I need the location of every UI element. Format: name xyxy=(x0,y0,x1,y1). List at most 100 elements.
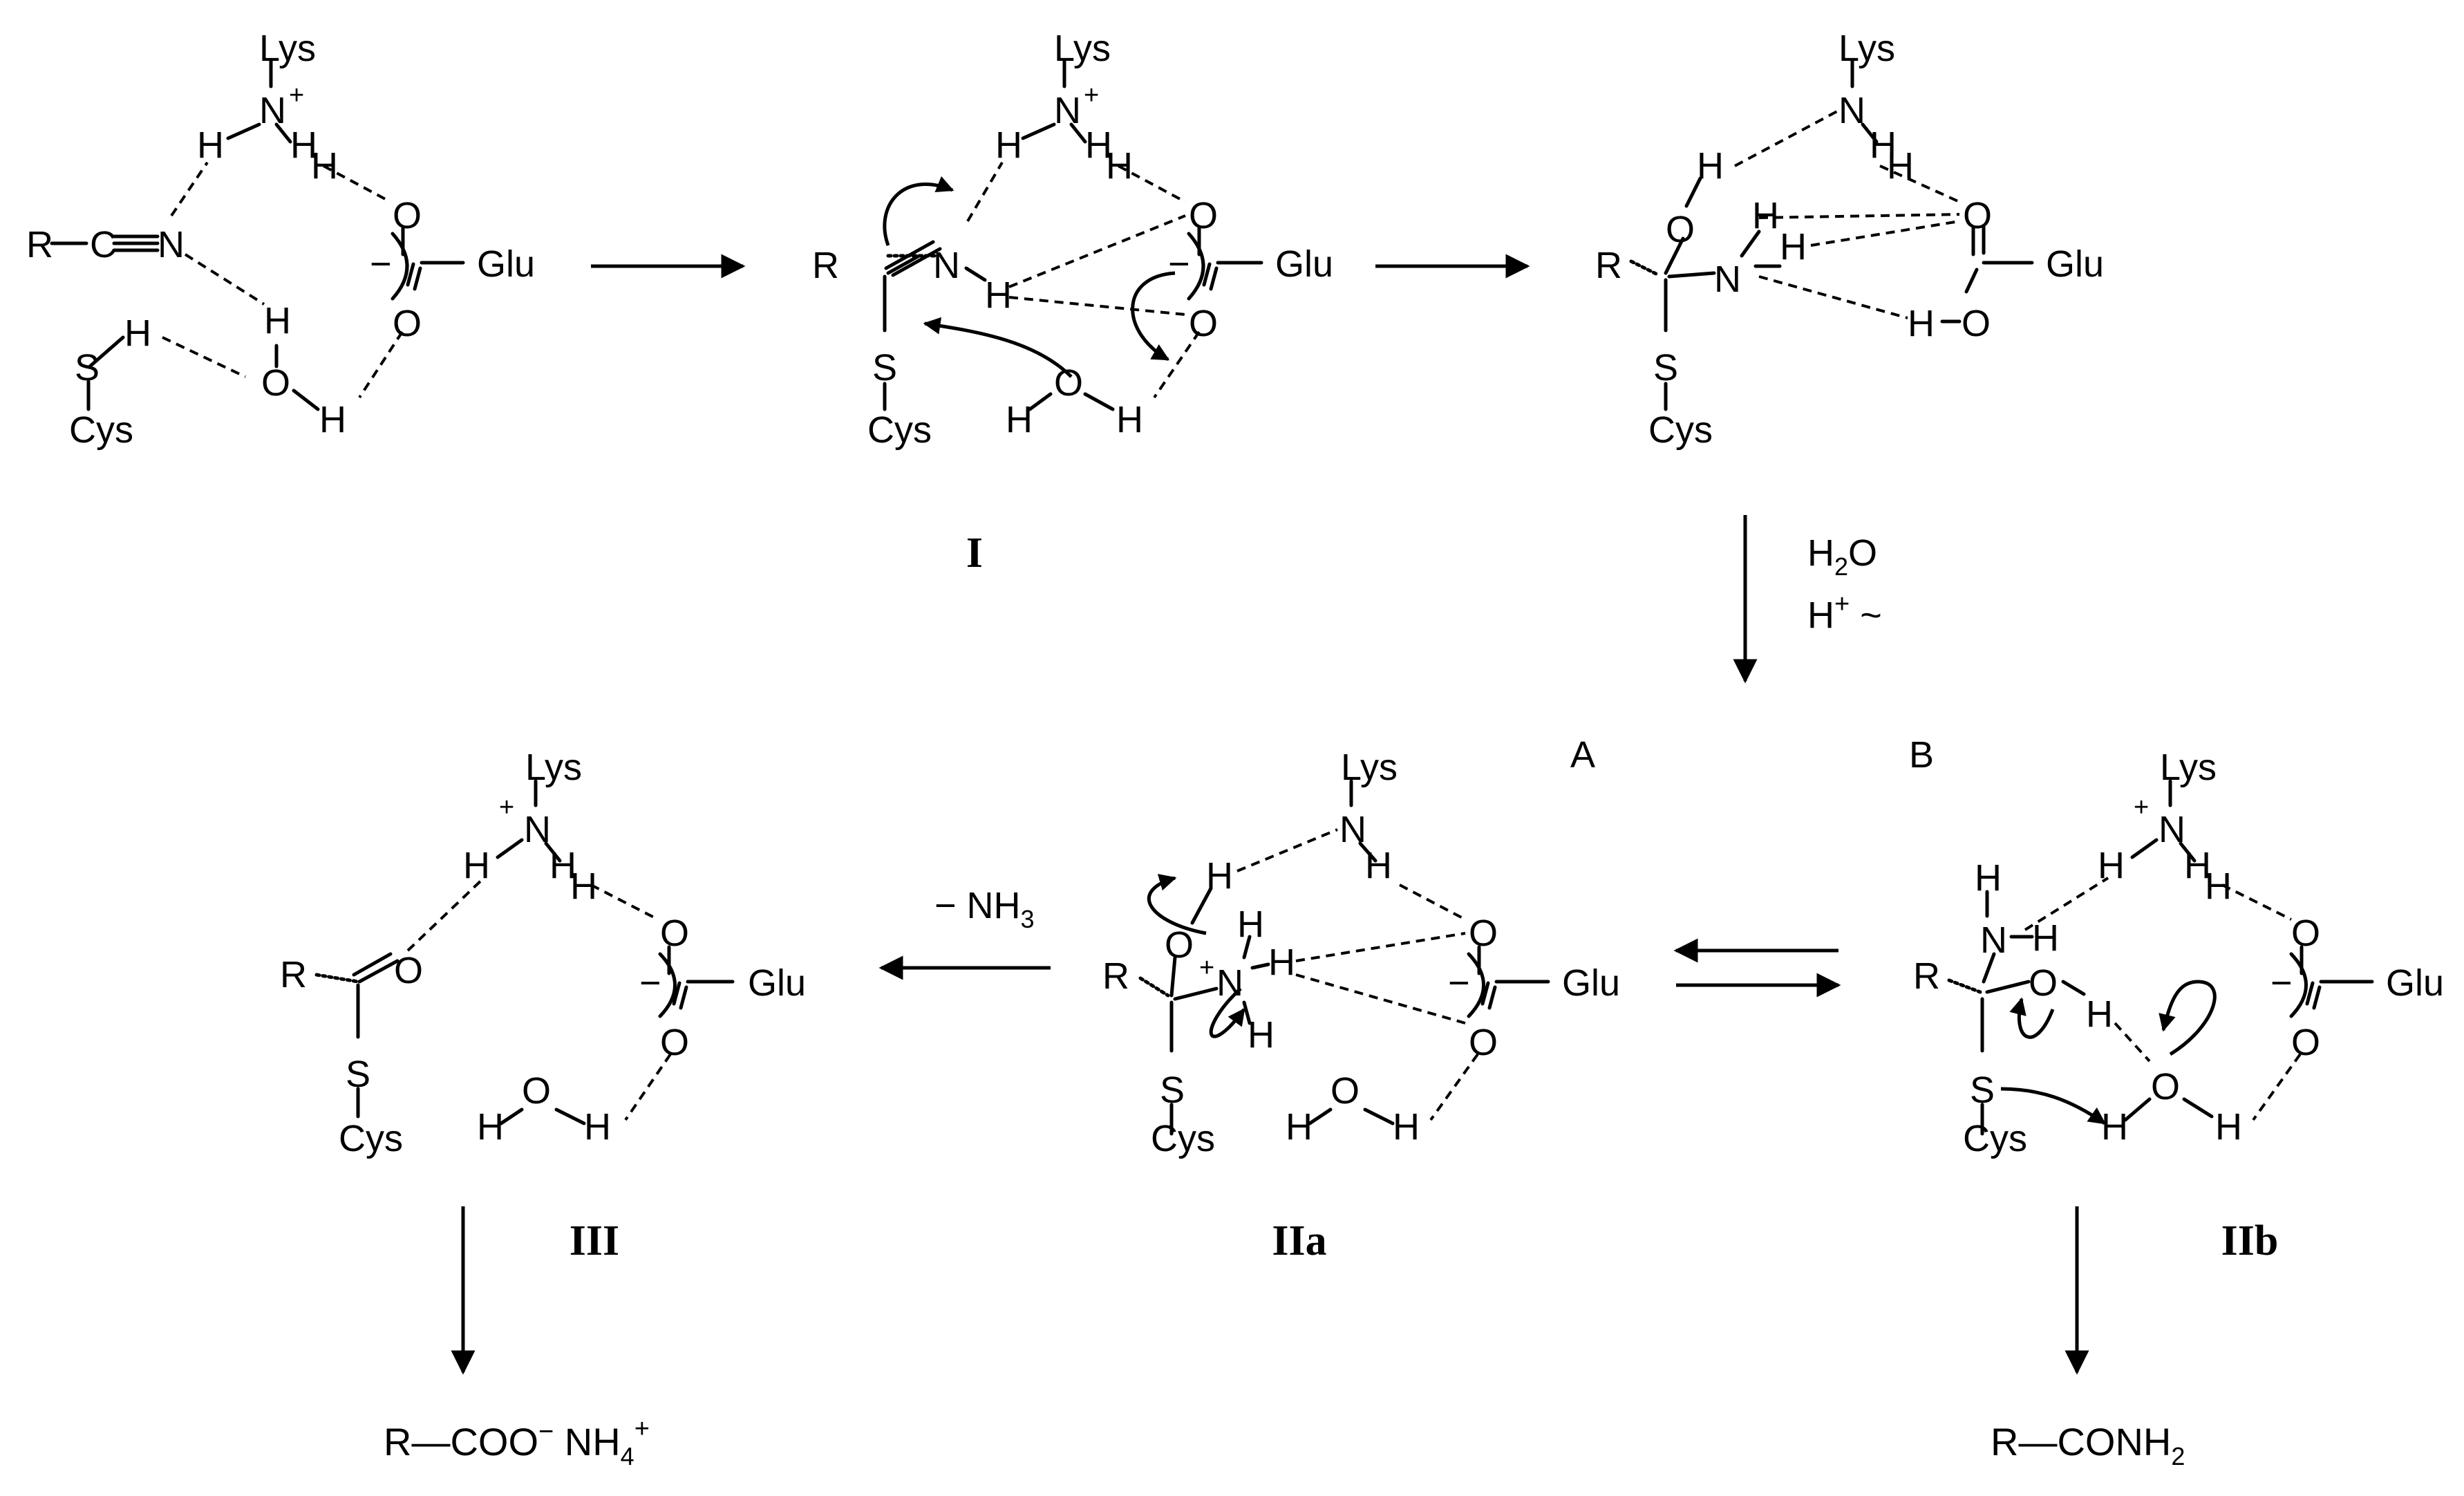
atom-o: O xyxy=(660,913,689,954)
condition-proton-charge: + xyxy=(1834,590,1850,619)
atom-n: N xyxy=(933,245,960,286)
atom-n: N xyxy=(158,224,185,265)
product-amide-main: R—CONH xyxy=(1991,1420,2171,1464)
atom-h: H xyxy=(1116,399,1143,440)
atom-s: S xyxy=(1970,1069,1995,1111)
atom-o: O xyxy=(1666,209,1695,250)
atom-h: H xyxy=(1286,1106,1313,1148)
condition-proton-h: H xyxy=(1807,595,1834,636)
product-carboxylate: R—COO xyxy=(384,1420,538,1464)
atom-r: R xyxy=(280,954,307,995)
label-iii: III xyxy=(570,1217,619,1264)
condition-water-subscript: 2 xyxy=(1834,552,1848,581)
atom-cys: Cys xyxy=(867,409,932,451)
label-i: I xyxy=(966,530,983,577)
condition-water: H2O xyxy=(1807,532,1877,581)
atom-h: H xyxy=(264,300,291,342)
atom-h: H xyxy=(124,312,151,354)
atom-h: H xyxy=(2098,845,2125,886)
atom-cys: Cys xyxy=(339,1118,403,1159)
atom-h: H xyxy=(1975,857,2002,899)
atom-o: O xyxy=(1330,1070,1360,1112)
condition-water-o: O xyxy=(1848,532,1877,574)
atom-h: H xyxy=(2215,1106,2242,1148)
product-ammonium: NH xyxy=(554,1420,620,1464)
atom-h: H xyxy=(319,399,346,440)
condition-minus-ammonia: − NH3 xyxy=(934,885,1035,933)
atom-h: H xyxy=(985,274,1012,316)
atom-lys: Lys xyxy=(259,28,316,69)
atom-lys: Lys xyxy=(1054,28,1111,69)
atom-o: O xyxy=(1962,303,1991,344)
atom-h: H xyxy=(2205,866,2232,907)
atom-glu: Glu xyxy=(748,962,806,1004)
atom-s: S xyxy=(1160,1069,1185,1111)
charge-minus: − xyxy=(370,243,392,285)
structure-iii: Lys N + H H H R O O O Glu − S Cys H O H xyxy=(280,747,806,1159)
charge-plus: + xyxy=(1084,81,1099,110)
atom-o: O xyxy=(1054,362,1083,404)
atom-h: H xyxy=(995,124,1022,166)
structure-tetrahedral: Lys N H H H O R N H H O Glu H O S Cys xyxy=(1595,28,2104,451)
atom-lys: Lys xyxy=(2160,747,2217,788)
atom-h: H xyxy=(570,866,597,907)
atom-n-lys: N xyxy=(1054,90,1081,131)
atom-s: S xyxy=(75,347,100,389)
atom-h: H xyxy=(311,145,338,187)
atom-glu: Glu xyxy=(1562,962,1620,1004)
atom-r: R xyxy=(26,224,53,265)
atom-h: H xyxy=(197,124,224,166)
condition-proton-transfer: H+ ~ xyxy=(1807,590,1882,636)
atom-h: H xyxy=(2086,993,2113,1035)
label-iia: IIa xyxy=(1272,1217,1326,1264)
atom-lys: Lys xyxy=(1341,747,1398,788)
atom-h: H xyxy=(1780,226,1807,268)
atom-lys: Lys xyxy=(525,747,582,788)
atom-h: H xyxy=(477,1106,504,1148)
atom-h: H xyxy=(2101,1106,2128,1148)
atom-s: S xyxy=(872,347,897,389)
condition-minus-nh: − NH xyxy=(934,885,1021,926)
atom-h: H xyxy=(1006,399,1033,440)
atom-o: O xyxy=(261,362,290,404)
atom-r: R xyxy=(812,245,839,286)
pathway-label-b: B xyxy=(1909,734,1934,776)
atom-n: N xyxy=(1714,259,1741,300)
atom-n-lys: N xyxy=(1838,90,1865,131)
charge-minus: − xyxy=(1448,962,1470,1004)
atom-o: O xyxy=(1963,195,1992,236)
atom-h: H xyxy=(290,124,317,166)
atom-h: H xyxy=(1887,145,1914,187)
atom-n-lys: N xyxy=(2159,809,2185,850)
label-iib: IIb xyxy=(2221,1217,2279,1264)
charge-minus: − xyxy=(2270,962,2293,1004)
atom-h: H xyxy=(584,1106,611,1148)
structure-iia: Lys N H H O R N + H H H O O Glu − S Cys … xyxy=(1102,747,1620,1159)
atom-h: H xyxy=(463,845,490,886)
charge-minus: − xyxy=(639,962,661,1004)
atom-o: O xyxy=(2291,1022,2320,1063)
atom-glu: Glu xyxy=(2386,962,2444,1004)
charge-plus: + xyxy=(1199,953,1214,982)
atom-h: H xyxy=(1206,855,1233,897)
atom-cys: Cys xyxy=(1963,1118,2027,1159)
atom-o: O xyxy=(394,950,423,991)
atom-c: C xyxy=(90,224,117,265)
atom-lys: Lys xyxy=(1838,28,1895,69)
product-ammonium-subscript: 4 xyxy=(621,1442,634,1470)
product-amide: R—CONH2 xyxy=(1991,1420,2185,1470)
condition-proton-tilde: ~ xyxy=(1850,595,1882,636)
atom-h: H xyxy=(549,845,576,886)
atom-o: O xyxy=(1165,924,1194,966)
atom-o: O xyxy=(1189,195,1218,236)
atom-h: H xyxy=(2032,917,2059,959)
atom-n-lys: N xyxy=(259,90,286,131)
atom-h: H xyxy=(1248,1014,1275,1056)
pathway-label-a: A xyxy=(1570,734,1595,776)
atom-o: O xyxy=(393,195,422,236)
atom-s: S xyxy=(346,1054,370,1095)
atom-o: O xyxy=(2029,962,2058,1004)
atom-h: H xyxy=(1908,303,1935,344)
atom-o: O xyxy=(522,1070,551,1112)
